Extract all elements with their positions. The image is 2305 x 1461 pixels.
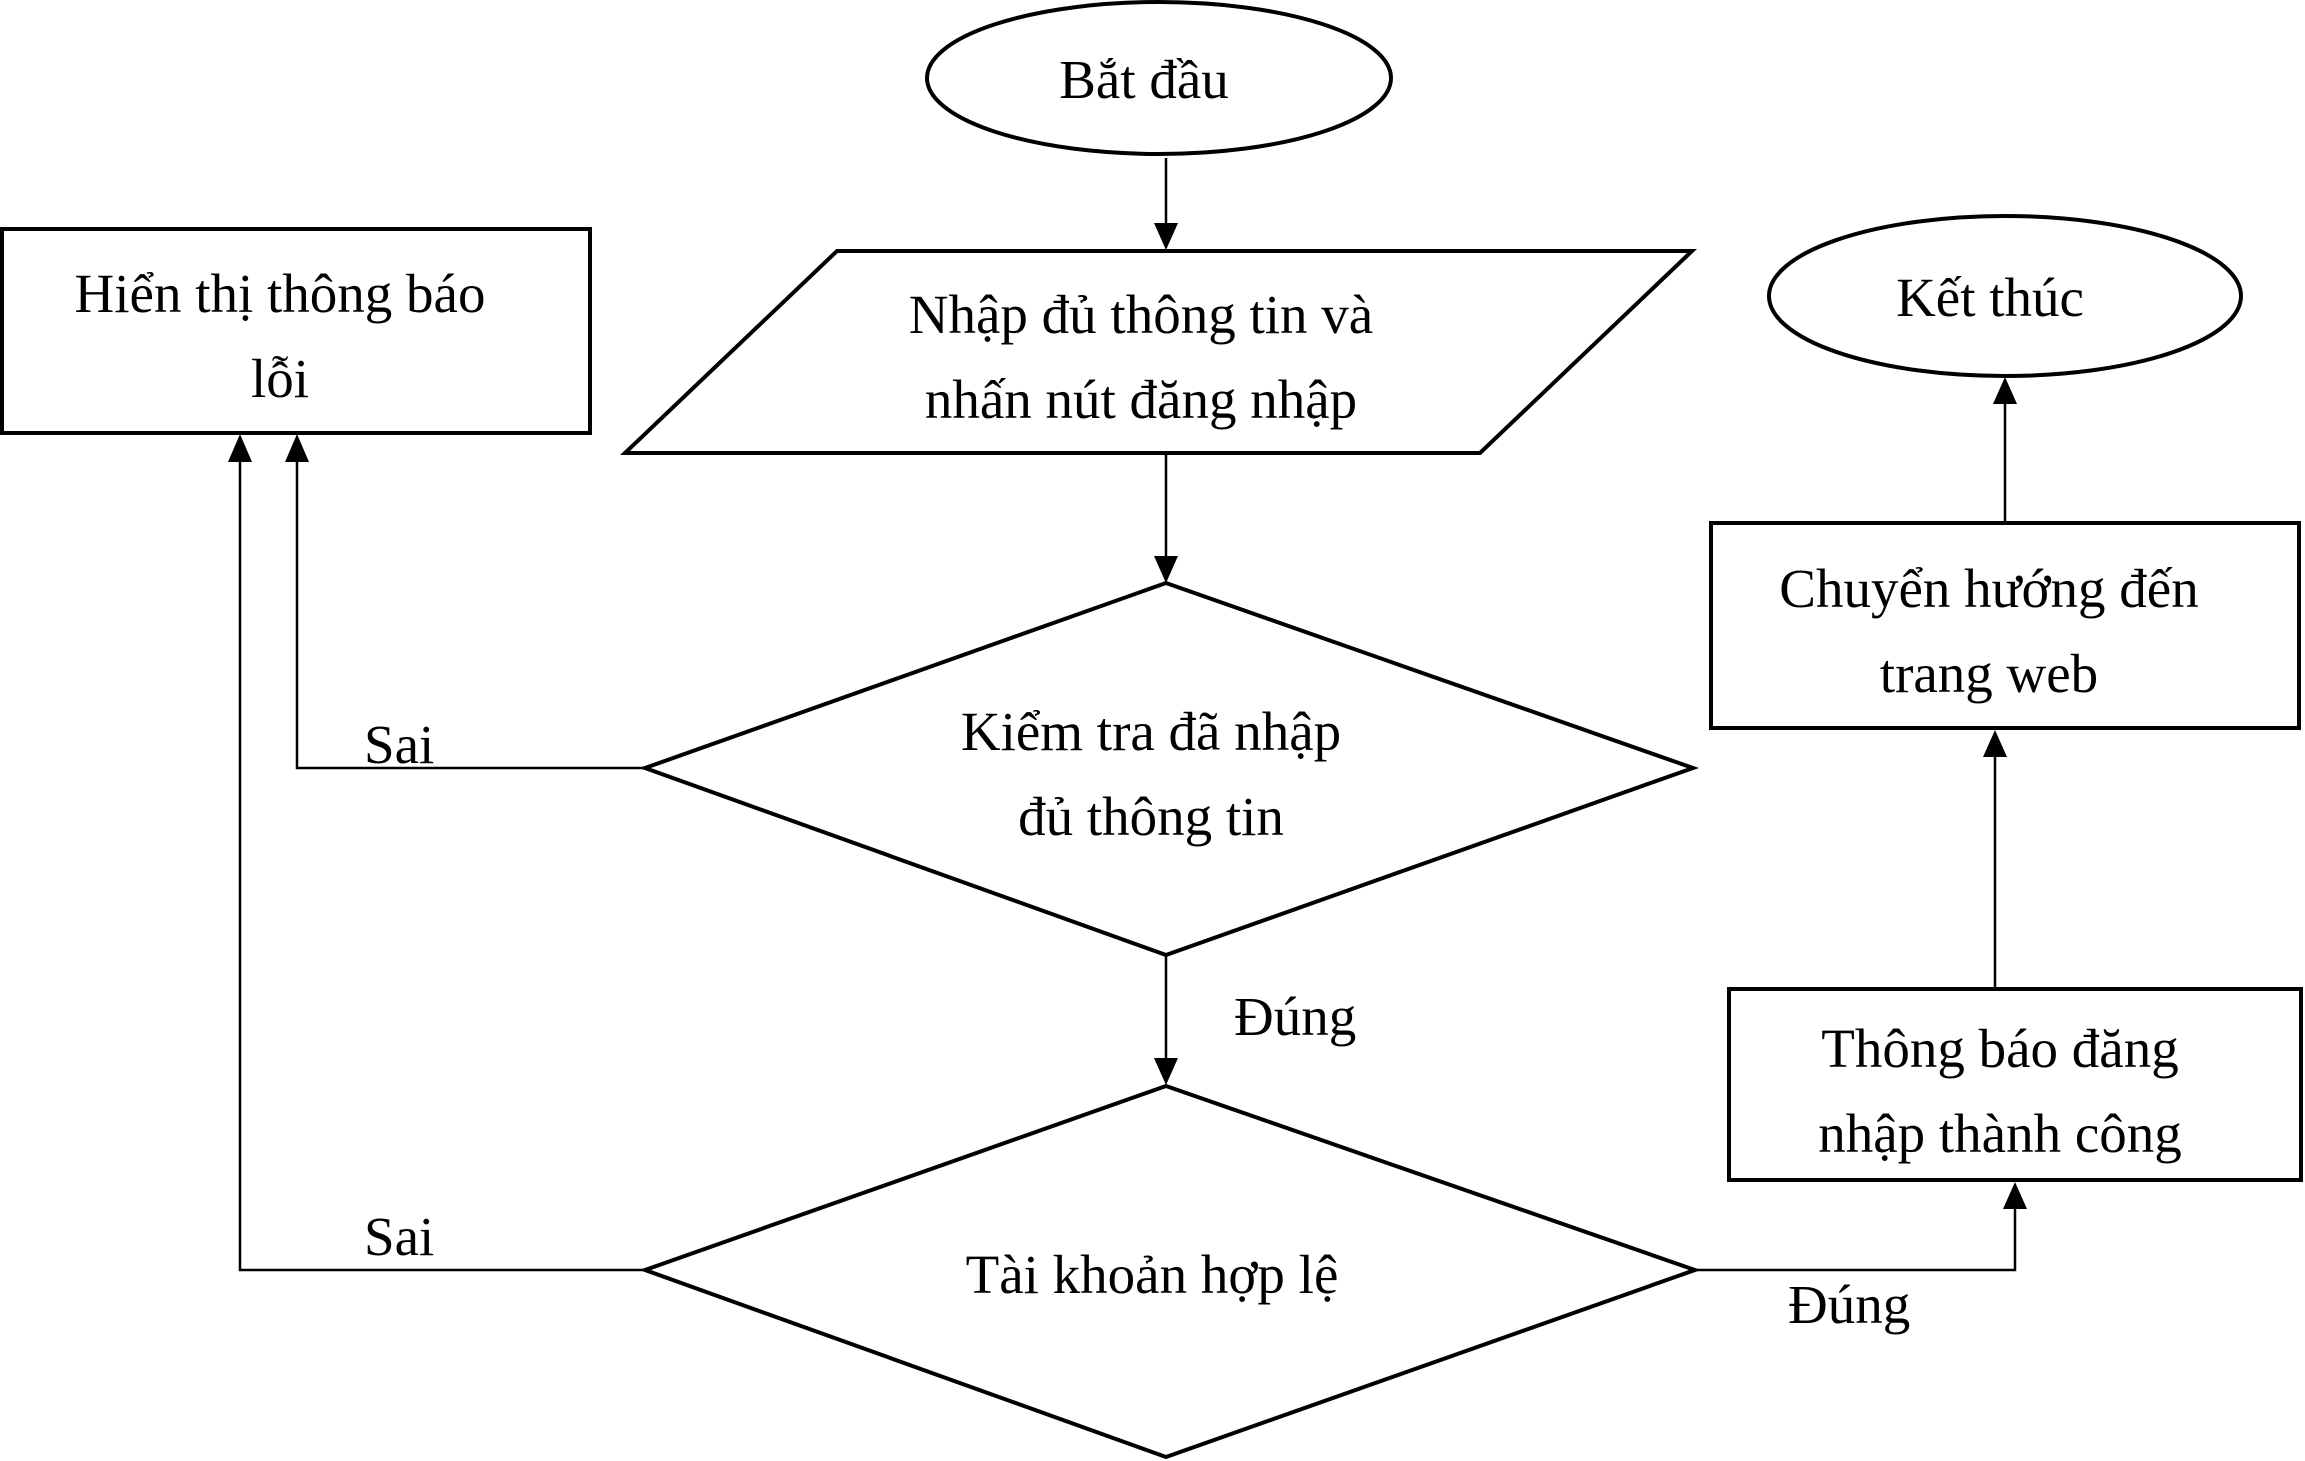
check-account-diamond [639, 1083, 1702, 1460]
success-label-line2: nhập thành công [1818, 1103, 2182, 1164]
edge-label-check-account-true: Đúng [1788, 1274, 1910, 1335]
input-label-line1: Nhập đủ thông tin và [909, 284, 1373, 345]
node-start: Bắt đầu [925, 0, 1393, 156]
arrowhead-check-info-to-error [285, 434, 309, 462]
end-label: Kết thúc [1896, 267, 2084, 328]
connectors [228, 158, 2027, 1272]
node-redirect: Chuyển hướng đến trang web [1709, 521, 2301, 730]
input-parallelogram [620, 249, 1697, 455]
error-rectangle [0, 227, 592, 435]
start-label: Bắt đầu [1059, 49, 1229, 110]
edge-label-check-info-true: Đúng [1234, 986, 1356, 1047]
success-label-line1: Thông báo đăng [1821, 1018, 2178, 1079]
node-success: Thông báo đăng nhập thành công [1727, 987, 2303, 1182]
node-error: Hiển thị thông báo lỗi [0, 227, 592, 435]
check-info-diamond [639, 580, 1700, 958]
check-account-label: Tài khoản hợp lệ [966, 1244, 1339, 1305]
edge-check-info-to-error [295, 462, 645, 770]
arrowhead-input-to-check-info [1154, 556, 1178, 583]
node-end: Kết thúc [1767, 214, 2243, 378]
arrowhead-check-account-to-error [228, 434, 252, 462]
node-check-account: Tài khoản hợp lệ [639, 1083, 1702, 1460]
redirect-rectangle [1709, 521, 2301, 730]
arrowhead-success-to-redirect [1983, 730, 2007, 757]
redirect-label-line1: Chuyển hướng đến [1779, 558, 2198, 619]
end-ellipse [1767, 214, 2243, 378]
edge-label-check-account-false: Sai [364, 1206, 434, 1267]
redirect-label-line2: trang web [1880, 643, 2098, 704]
arrowhead-start-to-input [1154, 223, 1178, 250]
edge-labels: Sai Sai Đúng Đúng [364, 714, 1910, 1335]
error-label-line2: lỗi [251, 348, 309, 409]
input-label-line2: nhấn nút đăng nhập [925, 369, 1357, 430]
check-info-label-line1: Kiểm tra đã nhập [961, 701, 1341, 762]
edge-label-check-info-false: Sai [364, 714, 434, 775]
node-check-info: Kiểm tra đã nhập đủ thông tin [639, 580, 1700, 958]
start-ellipse [925, 0, 1393, 156]
arrowhead-redirect-to-end [1993, 377, 2017, 404]
node-input: Nhập đủ thông tin và nhấn nút đăng nhập [620, 249, 1697, 455]
check-info-label-line2: đủ thông tin [1018, 786, 1284, 847]
edge-check-account-to-error [238, 462, 645, 1272]
arrowhead-check-info-to-check-account [1154, 1058, 1178, 1085]
arrowhead-check-account-to-success [2003, 1182, 2027, 1209]
success-rectangle [1727, 987, 2303, 1182]
edge-check-account-to-success [1695, 1209, 2017, 1272]
error-label-line1: Hiển thị thông báo [75, 263, 486, 324]
